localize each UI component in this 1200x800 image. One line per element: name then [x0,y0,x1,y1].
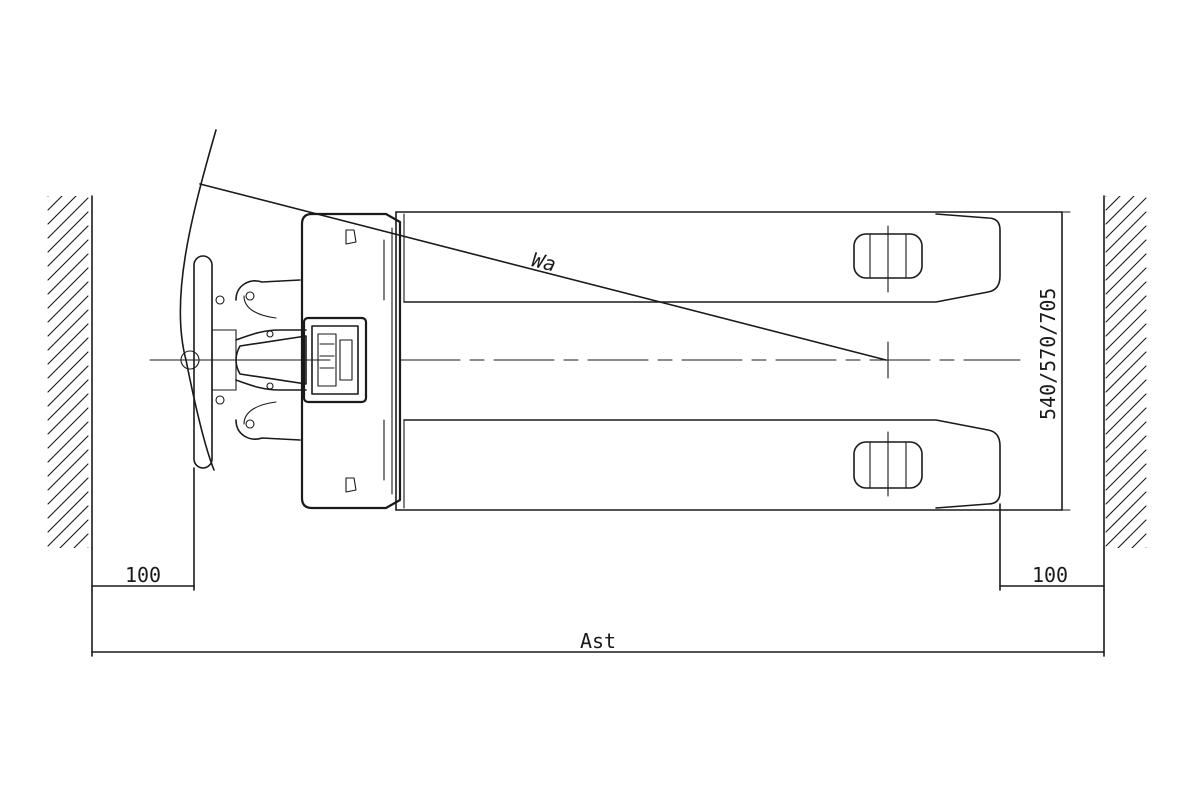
wall-hatch-line [47,253,89,295]
wall-hatch-line [47,491,89,533]
wall-hatch-line [1105,477,1147,519]
truck-body [235,212,402,510]
wall-hatch-line [1105,253,1147,295]
wall-hatch-line [47,323,89,365]
wall-hatch-line [1105,449,1147,491]
wall-hatch-line [1105,491,1147,533]
wall-hatch-line [47,393,89,435]
wall-hatch-line [47,225,89,267]
wall-hatch-line [48,562,88,602]
wall-hatch-line [47,239,89,281]
wall-hatch-line [1105,351,1147,393]
wall-hatch-line [1105,239,1147,281]
wall-hatch-line [1131,533,1147,548]
wall-hatch-line [47,211,89,253]
turning-radius-label: Wa [529,247,558,276]
wall-hatch-line [1105,196,1107,197]
wall-hatch-line [47,407,89,449]
wall-hatch-line [47,477,89,519]
wall-hatch-line [1105,379,1147,421]
wall-hatch-line [1105,365,1147,407]
wall-hatch-line [59,519,89,548]
right-wall [1103,195,1147,616]
right-clearance-dimension [999,503,1105,591]
wall-hatch-line [1105,323,1147,365]
wall-hatch-line [1105,421,1147,463]
wall-hatch-line [47,379,89,421]
wall-hatch-line [87,547,89,548]
wall-hatch-line [1105,337,1147,379]
wall-hatch-line [47,505,89,547]
wall-hatch-line [1105,211,1147,253]
wall-hatch-line [1105,463,1147,505]
fork-frame [395,211,1063,511]
wall-hatch-line [1105,505,1147,547]
wall-hatch-line [47,351,89,393]
center-line [149,341,1021,379]
aisle-width-dimension [91,589,1105,657]
tiller-linkage [235,279,307,441]
wall-hatch-line [47,449,89,491]
wall-hatch-line [1105,295,1147,337]
wall-hatch-line [48,576,88,616]
wall-hatch-line [47,196,77,225]
wall-hatch-line [47,295,89,337]
wall-hatch-line [1106,562,1146,602]
turning-arc [179,129,217,471]
lower-fork [403,419,1001,509]
wall-hatch-line [1105,309,1147,351]
wall-hatch-line [73,533,89,548]
wall-hatch-line [1105,225,1147,267]
wall-hatch-line [47,196,63,211]
upper-fork [403,213,1001,303]
aisle-width-label: Ast [580,629,616,653]
wall-hatch-line [47,267,89,309]
wall-hatch-line [1145,547,1147,548]
wall-hatch-line [47,337,89,379]
wall-hatch-line [47,463,89,505]
wall-hatch-line [1105,196,1121,211]
tiller-handle [180,255,237,469]
wall-hatch-line [1105,197,1147,239]
right-clearance-label: 100 [1032,563,1068,587]
wall-hatch-line [47,309,89,351]
wall-hatch-line [1106,576,1146,616]
wall-hatch-line [47,281,89,323]
wall-hatch-line [47,421,89,463]
wall-hatch-line [47,197,89,239]
wall-hatch-line [1105,267,1147,309]
wall-hatch-line [1105,435,1147,477]
fork-width-dimension [1053,211,1071,511]
wall-hatch-line [1105,393,1147,435]
turning-radius-line [199,183,887,361]
left-wall [47,195,93,616]
fork-width-label: 540/570/705 [1036,288,1060,420]
wall-hatch-line [1105,196,1135,225]
wall-hatch-line [1105,281,1147,323]
wall-hatch-line [47,435,89,477]
left-clearance-label: 100 [125,563,161,587]
wall-hatch-line [47,365,89,407]
wall-hatch-line [1117,519,1147,548]
wall-hatch-line [47,196,49,197]
left-clearance-dimension [91,467,195,591]
wall-hatch-line [1105,407,1147,449]
